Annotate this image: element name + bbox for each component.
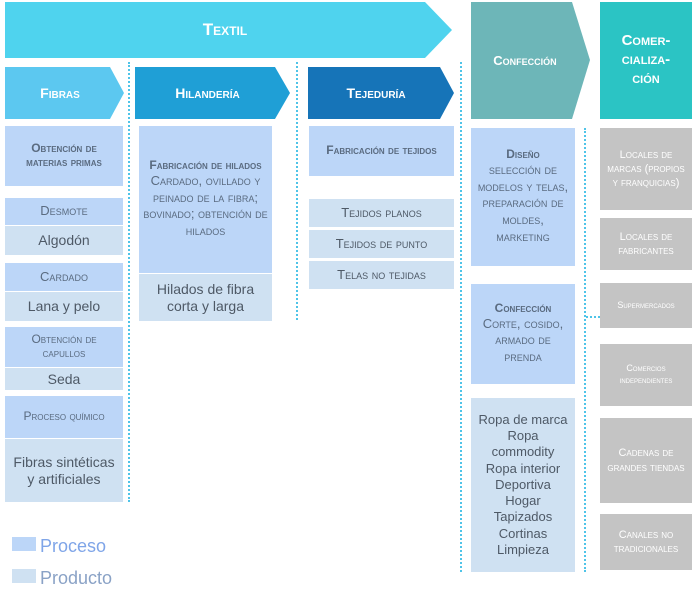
producto-item: Ropa commodity	[491, 428, 555, 460]
comercio-locales-fabricantes: Locales de fabricantes	[600, 218, 692, 270]
separator-4	[584, 128, 586, 572]
fibras-capullos: Obtención de capullos	[5, 327, 123, 367]
confeccion-diseno: Diseño selección de modelos y telas, pre…	[471, 128, 575, 266]
separator-2	[296, 62, 298, 320]
comercializacion-arrow	[600, 2, 692, 119]
confeccion-proceso: Confección Corte, cosido, armado de pren…	[471, 284, 575, 384]
textil-arrow	[5, 2, 452, 58]
textil-label: Textil	[202, 20, 248, 39]
legend-producto-swatch	[12, 569, 36, 583]
tejeduria-planos: Tejidos planos	[309, 199, 454, 227]
comercio-cadenas: Cadenas de grandes tiendas	[600, 418, 692, 503]
producto-item: Ropa de marca	[478, 411, 568, 427]
legend-producto-label: Producto	[40, 568, 113, 588]
confeccion-label: Confección	[493, 53, 557, 68]
comercializacion-label: Comer- cializa- ción	[621, 32, 671, 87]
tejeduria-label: Tejeduría	[346, 85, 406, 101]
confeccion-arrow	[471, 2, 590, 119]
producto-item: Limpieza	[496, 541, 550, 557]
fibras-arrow	[5, 67, 124, 119]
fibras-obtencion: Obtención de materias primas	[5, 126, 123, 186]
legend-proceso-swatch	[12, 537, 36, 551]
confeccion-proceso-title: Confección	[494, 300, 552, 315]
producto-item: Hogar	[505, 493, 541, 509]
comercio-no-tradicionales: Canales no tradicionales	[600, 514, 692, 570]
hilanderia-fabricacion-title: Fabricación de hilados	[149, 157, 262, 172]
producto-item: Deportiva	[495, 476, 551, 492]
legend-proceso-label: Proceso	[40, 536, 107, 556]
producto-item: Tapizados	[493, 509, 553, 525]
fibras-label: Fibras	[40, 85, 80, 101]
producto-item: Ropa interior	[485, 460, 561, 476]
fibras-algodon: Algodón	[5, 226, 123, 255]
comercio-supermercados: Supermercados	[600, 283, 692, 328]
confeccion-proceso-body: Corte, cosido, armado de prenda	[482, 315, 564, 365]
confeccion-diseno-title: Diseño	[506, 146, 540, 161]
fibras-desmote: Desmote	[5, 198, 123, 225]
confeccion-diseno-body: selección de modelos y telas, preparació…	[477, 161, 569, 245]
separator-1	[128, 62, 130, 502]
fibras-quimico: Proceso químico	[5, 396, 123, 438]
hilanderia-arrow	[135, 67, 290, 119]
fibras-seda: Seda	[5, 368, 123, 390]
hilanderia-label: Hilandería	[175, 85, 240, 101]
fibras-sinteticas: Fibras sintéticas y artificiales	[5, 439, 123, 502]
separator-3	[460, 62, 462, 572]
fibras-lana: Lana y pelo	[5, 292, 123, 321]
comercio-independientes: Comercios independientes	[600, 344, 692, 406]
tejeduria-arrow	[308, 67, 454, 119]
fibras-cardado: Cardado	[5, 263, 123, 291]
hilanderia-fabricacion: Fabricación de hilados Cardado, ovillado…	[139, 126, 272, 273]
tejeduria-fabricacion: Fabricación de tejidos	[309, 126, 454, 176]
confeccion-productos: Ropa de marca Ropa commodity Ropa interi…	[471, 398, 575, 572]
tejeduria-punto: Tejidos de punto	[309, 230, 454, 258]
tejeduria-no-tejidas: Telas no tejidas	[309, 261, 454, 289]
comercio-locales-marcas: Locales de marcas (propios y franquicias…	[600, 128, 692, 210]
hilanderia-producto: Hilados de fibra corta y larga	[139, 274, 272, 321]
producto-item: Cortinas	[498, 525, 548, 541]
hilanderia-fabricacion-body: Cardado, ovillado y peinado de la fibra;…	[143, 172, 268, 239]
